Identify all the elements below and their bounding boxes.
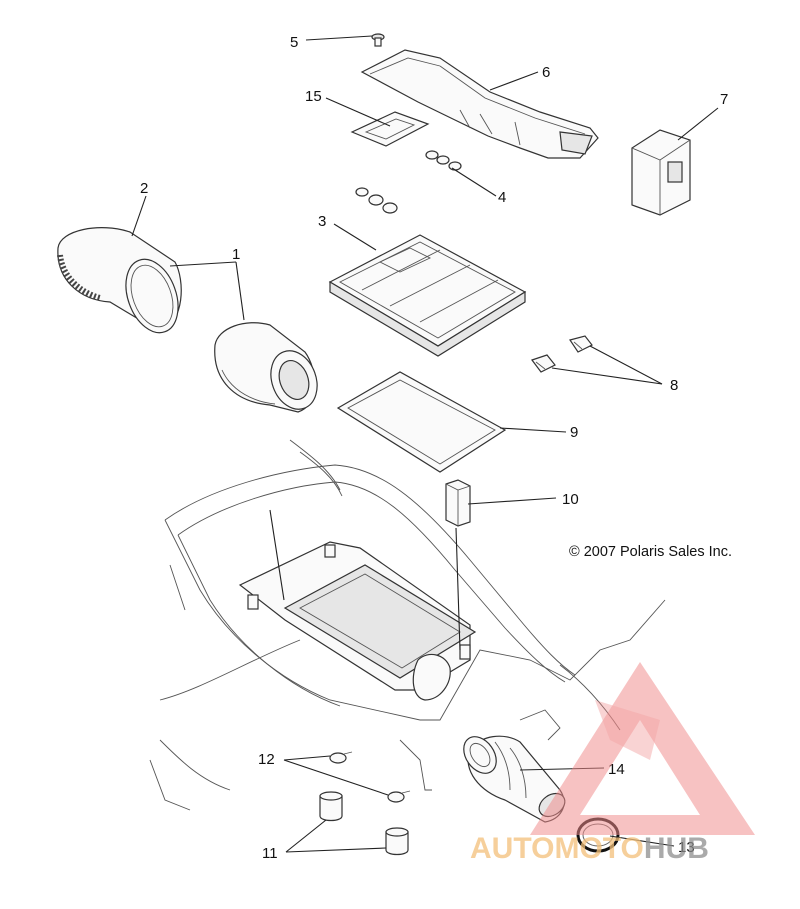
watermark-triangle-icon [530,662,755,835]
callout-4: 4 [498,189,506,206]
leader-lines [131,35,719,853]
part-1-air-filter [214,322,318,413]
callout-9: 9 [570,424,578,441]
airbox-chassis [149,439,666,811]
callout-8: 8 [670,377,678,394]
callout-12: 12 [258,751,275,768]
part-15-seal [350,111,430,147]
callout-5: 5 [290,34,298,51]
part-8-clips [531,335,593,373]
callout-13: 13 [678,839,695,856]
part-7-block [631,129,691,216]
callout-10: 10 [562,491,579,508]
callout-15: 15 [305,88,322,105]
watermark-auto-text: AUTOMOTOHUB [470,832,709,865]
part-5-screw [371,33,385,47]
copyright-text: © 2007 Polaris Sales Inc. [569,544,732,560]
callout-6: 6 [542,64,550,81]
part-6-intake-duct [360,49,599,159]
callout-1: 1 [232,246,240,263]
part-2-filter-sleeve [57,227,182,334]
part-11-bushings [319,791,409,856]
callout-numbers: 5 6 15 7 4 3 2 1 8 9 10 14 13 12 11 [140,34,728,862]
callout-14: 14 [608,761,625,778]
part-4-clips [355,150,462,214]
part-3-airbox-cover [328,234,527,357]
callout-11: 11 [262,845,278,862]
callout-3: 3 [318,213,326,230]
part-9-gasket [336,371,507,473]
part-10-foam [445,479,471,527]
callout-7: 7 [720,91,728,108]
watermark-logo: AUTOMOTOHUB [470,662,755,865]
part-12-clips [329,751,411,803]
callout-2: 2 [140,180,148,197]
